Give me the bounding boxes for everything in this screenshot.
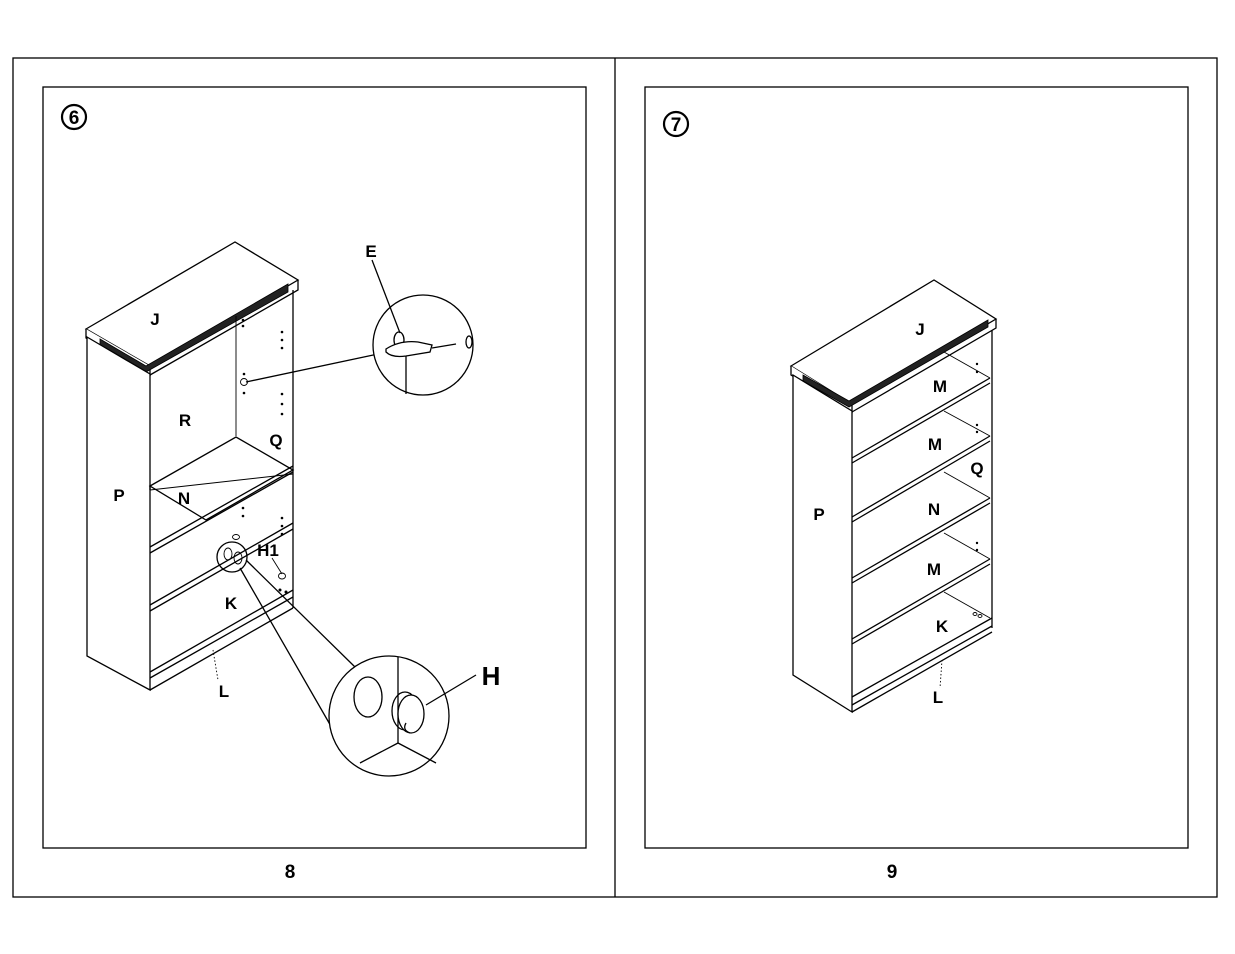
right-page: 7 bbox=[645, 87, 1188, 883]
part-label-H1: H1 bbox=[257, 541, 279, 560]
part-label-J: J bbox=[150, 310, 159, 329]
page-number: 8 bbox=[285, 862, 296, 883]
part-label-E: E bbox=[365, 242, 376, 261]
right-panel-frame bbox=[645, 87, 1188, 848]
part-label-L: L bbox=[219, 682, 229, 701]
part-label-P: P bbox=[113, 486, 124, 505]
part-label-M: M bbox=[933, 377, 947, 396]
bookcase-illustration-step7 bbox=[791, 280, 996, 712]
part-label-J: J bbox=[915, 320, 924, 339]
left-page: 6 bbox=[43, 87, 586, 883]
part-label-R: R bbox=[179, 411, 191, 430]
step-number: 7 bbox=[671, 115, 682, 136]
bookcase-illustration-step6 bbox=[86, 242, 298, 690]
part-label-K: K bbox=[225, 594, 238, 613]
step-number: 6 bbox=[69, 108, 80, 129]
part-label-Q: Q bbox=[970, 459, 983, 478]
part-label-Q: Q bbox=[269, 431, 282, 450]
part-label-M: M bbox=[927, 560, 941, 579]
part-label-M: M bbox=[928, 435, 942, 454]
step-badge: 7 bbox=[664, 112, 688, 136]
part-label-N: N bbox=[928, 500, 940, 519]
step-badge: 6 bbox=[62, 105, 86, 129]
detail-callout-H bbox=[240, 560, 476, 776]
part-label-L: L bbox=[933, 688, 943, 707]
part-label-N: N bbox=[178, 489, 190, 508]
part-label-P: P bbox=[813, 505, 824, 524]
part-label-K: K bbox=[936, 617, 949, 636]
part-label-H: H bbox=[482, 661, 501, 691]
page-number: 9 bbox=[887, 862, 898, 883]
